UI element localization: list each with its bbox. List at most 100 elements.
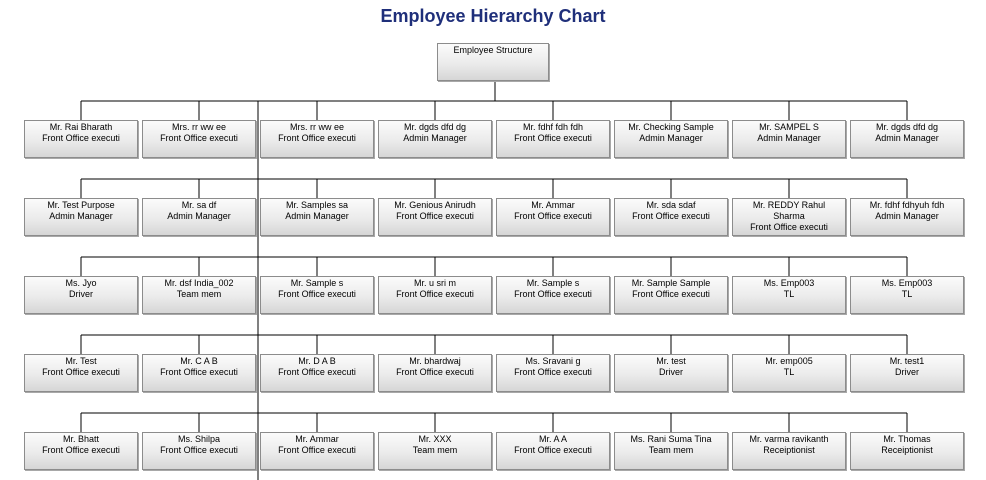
employee-role: Driver — [69, 289, 93, 299]
employee-name: Mr. XXX — [418, 434, 452, 444]
employee-role: Front Office executi — [396, 289, 474, 299]
employee-name: Ms. Sravani g — [525, 356, 581, 366]
employee-role: Front Office executi — [514, 211, 592, 221]
employee-role: Front Office executi — [42, 445, 120, 455]
employee-name: Mr. Test — [65, 356, 97, 366]
employee-name: Mr. test1 — [889, 356, 925, 366]
employee-name: Mr. Thomas — [883, 434, 931, 444]
employee-name: Ms. Rani Suma Tina — [630, 434, 712, 444]
employee-name: Mr. Genious Anirudh — [394, 200, 476, 210]
employee-name: Mr. u sri m — [414, 278, 456, 288]
root-node[interactable]: Employee Structure — [437, 43, 549, 81]
employee-name: Mr. test — [656, 356, 686, 366]
employee-name: Mr. dgds dfd dg — [403, 122, 467, 132]
employee-name: Mr. Ammar — [295, 434, 339, 444]
employee-name: Mr. fdhf fdhyuh fdh — [869, 200, 945, 210]
employee-role: Receiptionist — [763, 445, 815, 455]
employee-role: Front Office executi — [514, 367, 592, 377]
employee-role: Front Office executi — [42, 133, 120, 143]
employee-role: Team mem — [176, 289, 222, 299]
employee-name: Mrs. rr ww ee — [290, 122, 344, 132]
employee-role: TL — [783, 289, 795, 299]
employee-role: Admin Manager — [167, 211, 231, 221]
employee-role: Admin Manager — [639, 133, 703, 143]
employee-name: Mr. Bhatt — [62, 434, 99, 444]
employee-role: Front Office executi — [278, 289, 356, 299]
employee-role: Driver — [895, 367, 919, 377]
employee-role: Admin Manager — [757, 133, 821, 143]
employee-name: Ms. Shilpa — [177, 434, 221, 444]
employee-role: Driver — [659, 367, 683, 377]
employee-role: Front Office executi — [514, 445, 592, 455]
employee-role: Admin Manager — [875, 133, 939, 143]
employee-role: Front Office executi — [160, 367, 238, 377]
employee-name: Mr. D A B — [298, 356, 336, 366]
employee-name: Mr. emp005 — [765, 356, 813, 366]
employee-role: Front Office executi — [632, 289, 710, 299]
employee-name: Ms. Jyo — [65, 278, 97, 288]
employee-name: Ms. Emp003 — [881, 278, 933, 288]
employee-name: Mr. Ammar — [531, 200, 575, 210]
employee-name: Mr. REDDY Rahul — [752, 200, 826, 210]
employee-name: Mr. bhardwaj — [409, 356, 461, 366]
employee-role: TL — [783, 367, 795, 377]
employee-name: Mr. Sample s — [290, 278, 344, 288]
employee-name: Mr. sda sdaf — [646, 200, 696, 210]
employee-name: Mr. sa df — [181, 200, 217, 210]
employee-role: Front Office executi — [396, 211, 474, 221]
employee-name: Mr. Samples sa — [285, 200, 349, 210]
employee-role: Admin Manager — [875, 211, 939, 221]
employee-role: Front Office executi — [514, 289, 592, 299]
employee-role: Front Office executi — [750, 222, 828, 232]
employee-name: Mr. SAMPEL S — [759, 122, 819, 132]
employee-role: Admin Manager — [403, 133, 467, 143]
employee-name: Mr. Sample s — [526, 278, 580, 288]
employee-role: Team mem — [412, 445, 458, 455]
employee-role: Front Office executi — [160, 133, 238, 143]
employee-role: Receiptionist — [881, 445, 933, 455]
employee-role: Front Office executi — [396, 367, 474, 377]
employee-role: Team mem — [648, 445, 694, 455]
